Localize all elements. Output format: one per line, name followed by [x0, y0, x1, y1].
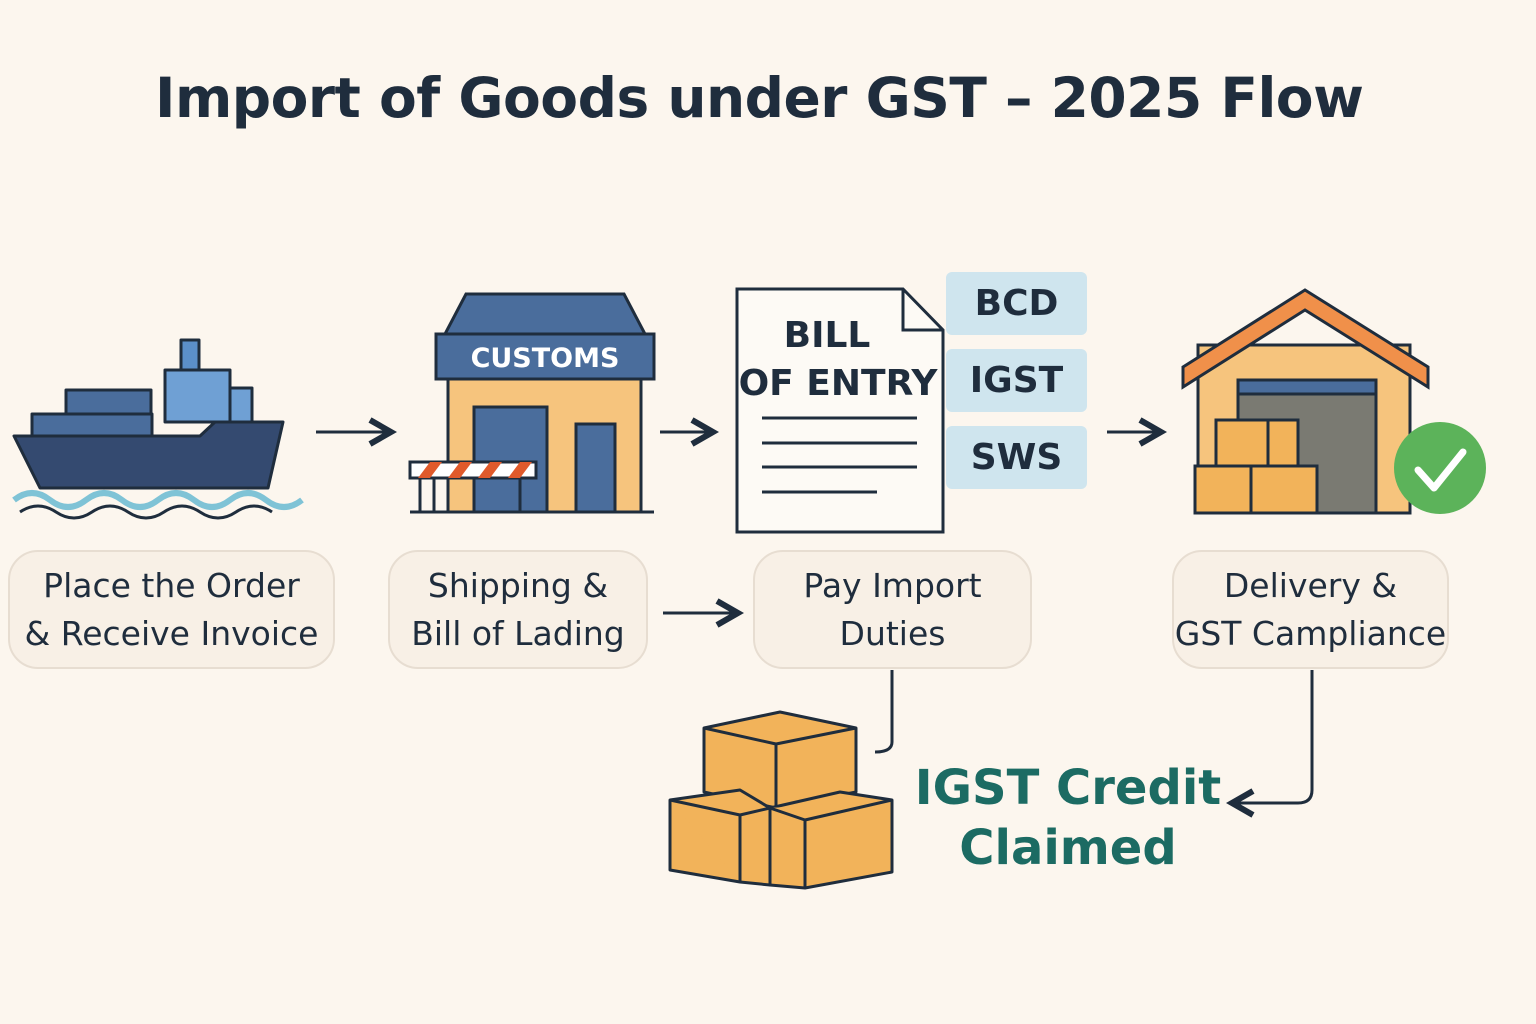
credit-line2: Claimed: [959, 820, 1177, 876]
step-pay-duties: Pay Import Duties: [753, 550, 1032, 669]
step-place-order: Place the Order & Receive Invoice: [8, 550, 335, 669]
customs-sign: CUSTOMS: [471, 343, 620, 374]
step-label-line2: Bill of Lading: [411, 613, 625, 653]
cargo-ship-icon: [12, 338, 304, 520]
warehouse-icon: [1181, 288, 1430, 515]
connector-arrow-credit: [1232, 670, 1314, 803]
step-delivery: Delivery & GST Campliance: [1172, 550, 1449, 669]
credit-line1: IGST Credit: [914, 760, 1222, 816]
check-circle-icon: [1394, 422, 1486, 514]
step-label-line1: Shipping &: [427, 565, 609, 605]
step-label-line2: Duties: [839, 613, 946, 653]
document-title-line1: BILL: [784, 315, 871, 356]
duty-tag-igst: IGST: [946, 349, 1087, 412]
connector-line-duties: [874, 670, 894, 754]
bill-of-entry-document-icon: [735, 287, 945, 534]
cardboard-boxes-icon: [668, 710, 894, 890]
duty-tag-bcd: BCD: [946, 272, 1087, 335]
igst-credit-label: IGST Credit Claimed: [900, 758, 1236, 878]
step-label-line1: Pay Import: [803, 565, 982, 605]
step-label-line1: Place the Order: [43, 565, 300, 605]
customs-building-icon: [408, 292, 656, 514]
step-label-line2: & Receive Invoice: [24, 613, 319, 653]
step-label-line2: GST Campliance: [1174, 613, 1447, 653]
document-title-line2: OF ENTRY: [739, 363, 939, 404]
duty-tag-sws: SWS: [946, 426, 1087, 489]
step-shipping: Shipping & Bill of Lading: [388, 550, 648, 669]
step-label-line1: Delivery &: [1223, 565, 1398, 605]
page-title: Import of Goods under GST – 2025 Flow: [155, 66, 1364, 130]
